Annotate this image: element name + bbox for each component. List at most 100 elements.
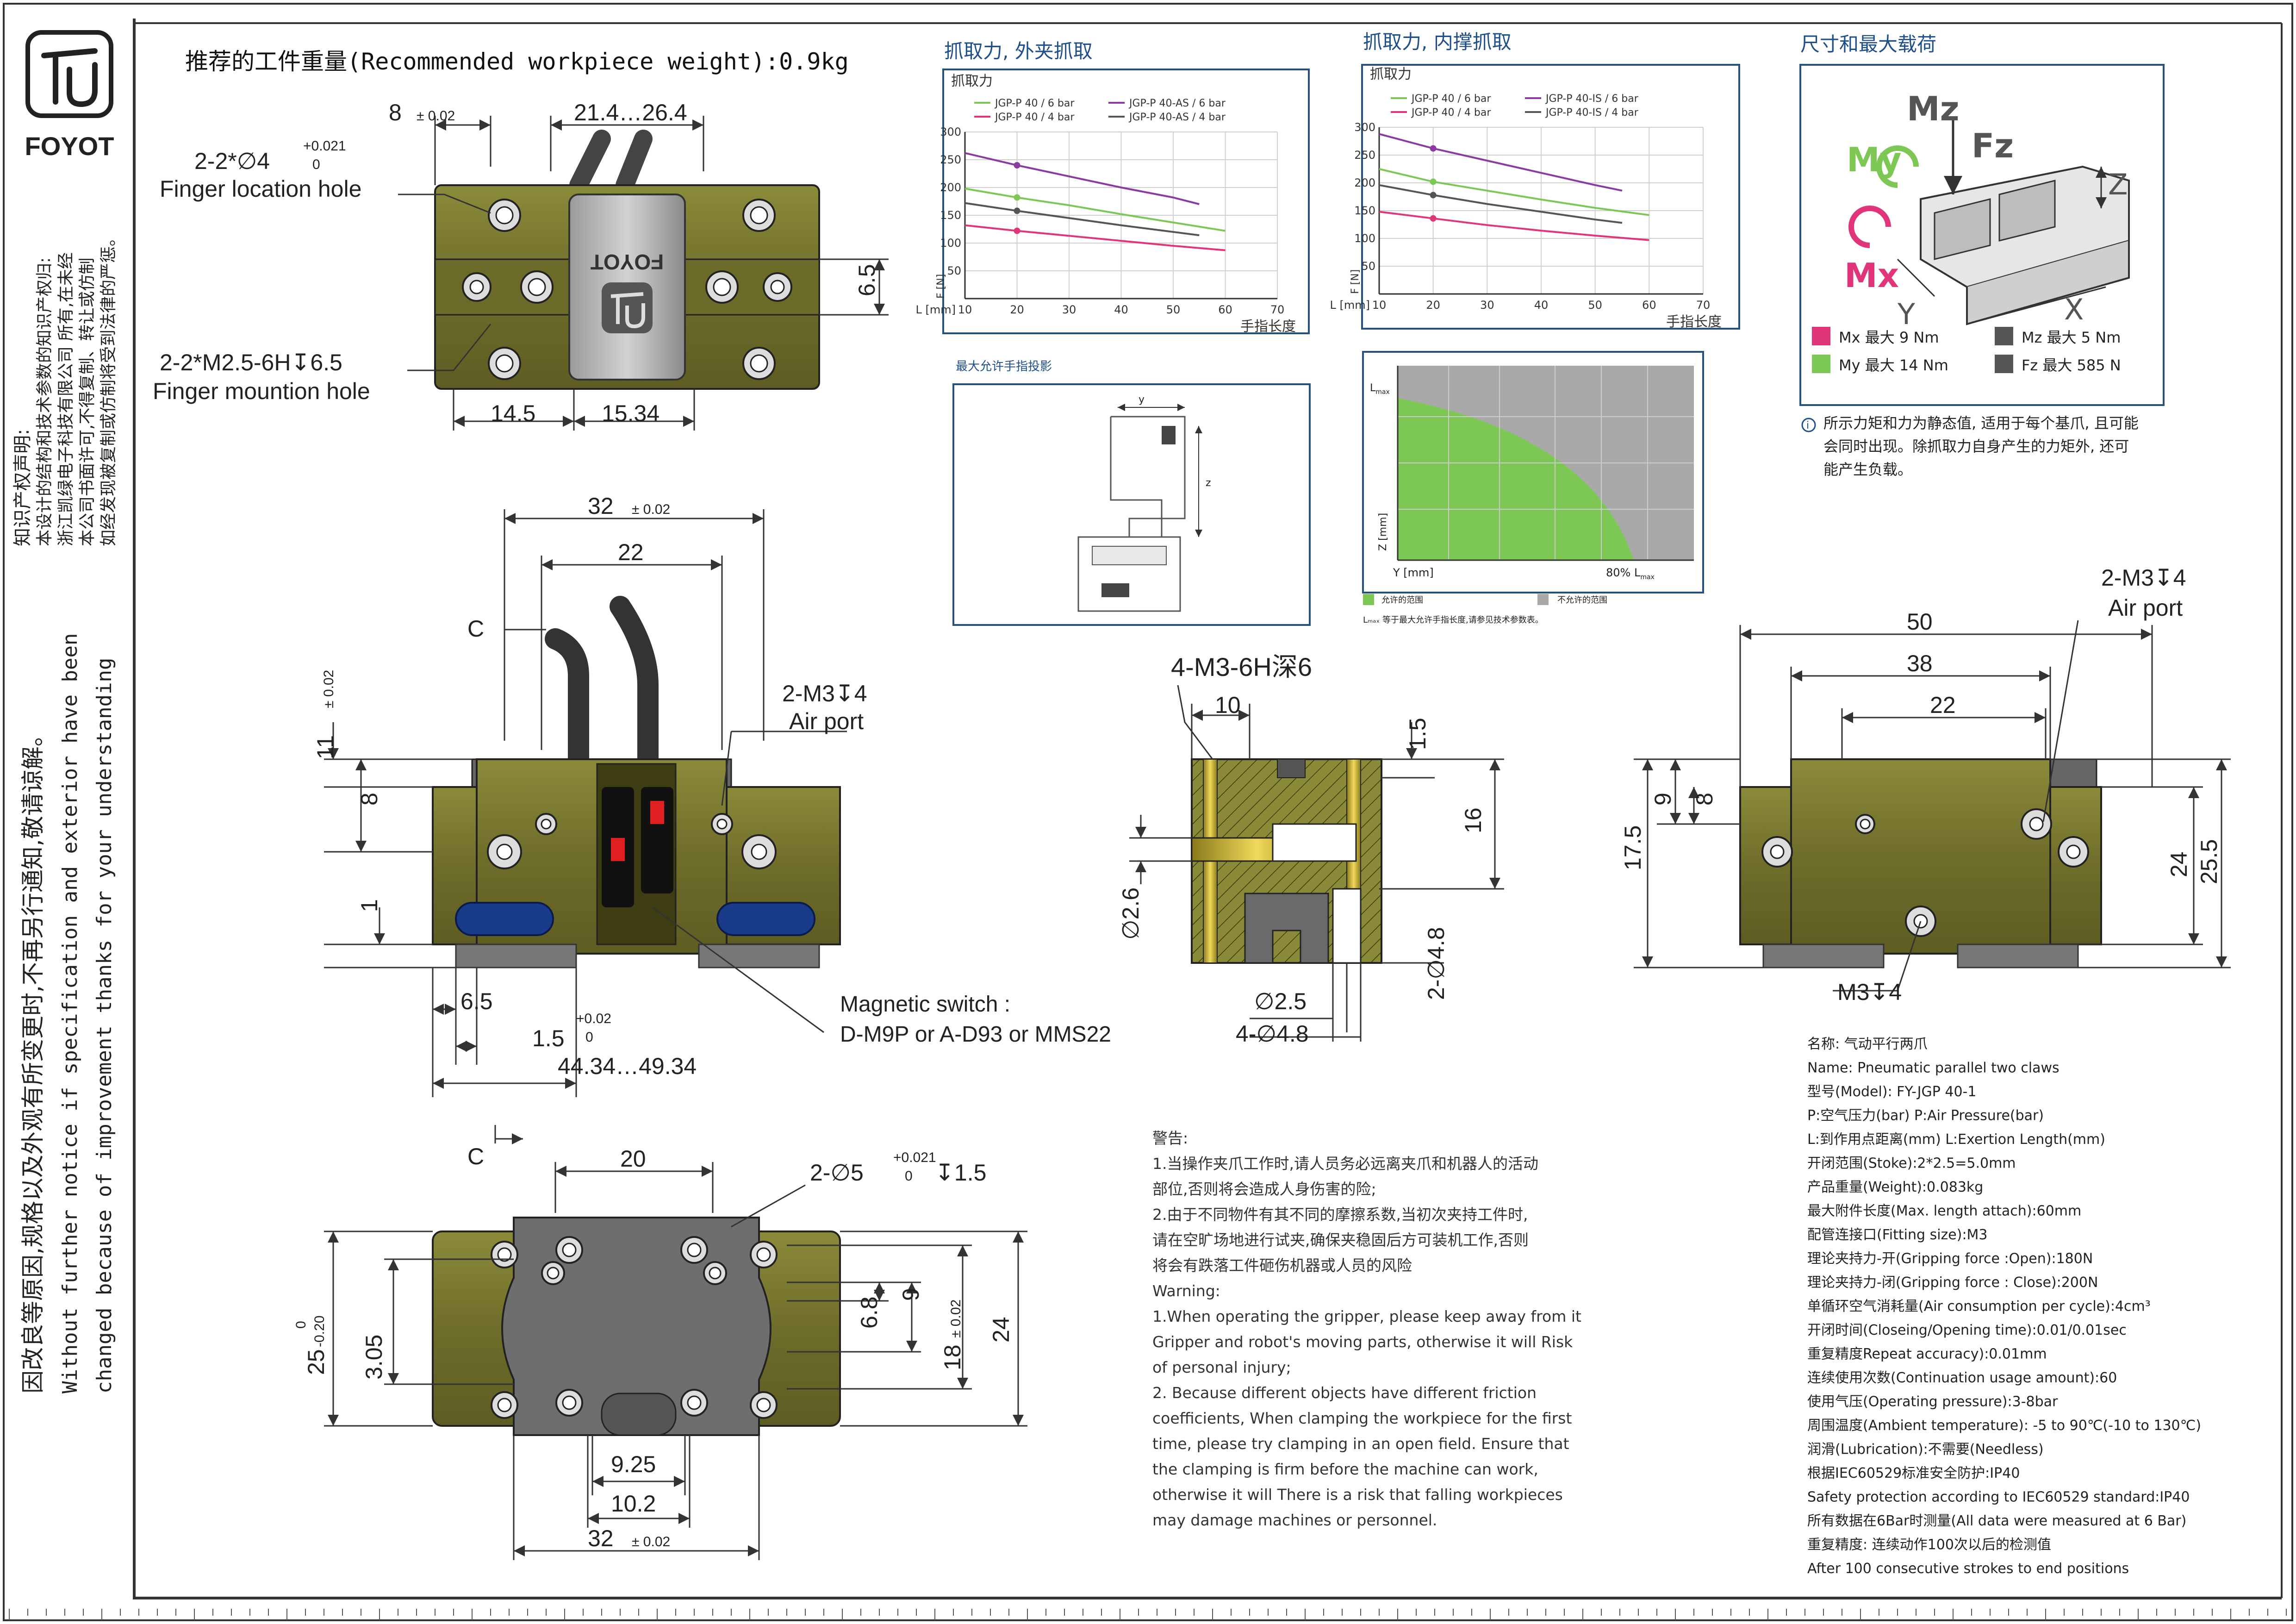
hole-spec: 2-2*M2.5-6H↧6.5 [160,350,342,375]
warning-block: 警告:1.当操作夹爪工作时,请人员务必远离夹爪和机器人的活动部位,否则将会造成人… [1152,1129,1581,1529]
warning-line: 请在空旷场地进行试夹,确保夹稳固后方可装机工作,否则 [1152,1231,1529,1249]
dim-10-2: 10.2 [611,1491,656,1517]
air-tube [610,596,659,775]
series-line [964,187,1226,232]
dim-tol: ± 0.02 [632,1534,670,1549]
dim-dia-4-8: 2-∅4.8 [1423,927,1449,1000]
projection-y-label: y [1139,394,1145,406]
legend-entry: JGP-P 40-AS / 4 bar [1128,112,1226,123]
air-port-label: Air port [2108,595,2183,621]
dim-21: 21.4…26.4 [574,100,687,125]
hole-depth: ↧1.5 [935,1160,986,1186]
series-point [1014,227,1020,234]
dim-dia-2-5: ∅2.5 [1254,988,1307,1014]
projection-z-label: z [1206,477,1211,489]
spec-line: 根据IEC60529标准安全防护:IP40 [1807,1465,2020,1481]
dim-24: 24 [2166,851,2192,877]
warning-line: 警告: [1152,1129,1188,1147]
side-view: 50 38 22 17.5 9 8 24 25.5 2-M3↧4 Air por… [1620,565,2231,1005]
x-tick-label: 60 [1218,303,1232,316]
dim-stroke: 44.34…49.34 [558,1053,697,1079]
hole-bore [2066,844,2081,859]
allowed-region-chart: Lmax Z [mm] Y [mm] 80% Lmax 允许的范围 不允许的范围… [1362,351,1704,625]
series-line [964,202,1200,237]
warning-line: 1.When operating the gripper, please kee… [1152,1307,1581,1325]
hole-bore [687,1395,702,1410]
hole-spec: 2-2*∅4 [194,148,270,174]
series-point [1430,178,1437,185]
hole-bore [750,354,768,373]
hole-bore [497,1398,512,1412]
warning-line: 将会有跌落工件砸伤机器或人员的风险 [1152,1256,1412,1274]
allowed-region [1398,398,1634,560]
z-axis-label: Z [mm] [1377,513,1389,551]
dim-25: 25 [303,1349,329,1375]
dim-1-5: 1.5 [532,1025,565,1051]
dim-22: 22 [1930,692,1956,718]
load-item: Mx 最大 9 Nm [1839,329,1939,346]
dim-tol: 0 [585,1030,593,1045]
dim-8: 8 [1692,793,1717,806]
loads-note: 会同时出现。除抓取力自身产生的力矩外, 还可 [1823,437,2129,455]
bottom-view: C 20 2-∅5 +0.021 0 ↧1.5 25 0 -0.20 3.05 … [293,1125,1027,1560]
hole-tol: +0.021 [893,1150,936,1165]
warning-line: coefficients, When clamping the workpiec… [1152,1409,1572,1427]
chart-outer-title: 抓取力, 外夹抓取 [944,40,1093,62]
dim-tol: ± 0.02 [321,670,336,708]
hole-bore [2029,817,2044,831]
hole-bore [547,1267,560,1280]
y-tick-label: 250 [940,153,961,166]
fz-label: Fz [1972,126,2014,165]
series-line [1379,211,1649,241]
chart-frame [1361,64,1740,330]
hole-bore [751,843,767,860]
load-swatch [1995,327,2013,345]
warning-line: time, please try clamping in an open fie… [1152,1435,1569,1453]
hole-bore [495,206,514,225]
dim-9-25: 9.25 [611,1451,656,1477]
warning-line: 2. Because different objects have differ… [1152,1384,1537,1402]
dim-9: 9 [898,1288,924,1301]
change-notice: 因改良等原因,规格以及外观有所变更时,不再另行通知,敬请谅解。 Without … [19,633,116,1393]
warning-line: may damage machines or personnel. [1152,1511,1437,1529]
hole-bore [541,818,552,830]
dim-8: 8 [389,100,402,125]
y-tick-label: 50 [1361,260,1375,273]
x-tick-label: 20 [1010,303,1024,316]
dim-24: 24 [988,1317,1014,1343]
brand-name: FOYOT [25,131,114,161]
dim-tol: +0.02 [576,1011,611,1026]
dim-tol: ± 0.02 [948,1299,964,1338]
ip-statement: 知识产权声明: 本设计的结构和技术参数的知识产权归: 浙江凯绿电子科技有限公司 … [12,230,118,546]
steel-logo-icon [602,282,653,333]
series-point [1014,162,1020,169]
y-tick-label: 200 [940,181,961,194]
x-tick-label: 20 [1426,299,1440,312]
series-point [1014,194,1020,201]
hole-tol: 0 [905,1168,913,1184]
spec-line: 理论夹持力-开(Gripping force :Open):180N [1807,1251,2093,1267]
spec-line: Safety protection according to IEC60529 … [1807,1489,2190,1505]
spec-line: 配管连接口(Fitting size):M3 [1807,1227,1988,1243]
dim-32: 32 [588,493,614,519]
chart-title: 抓取力 [1370,66,1412,82]
series-line [964,224,1226,251]
load-swatch [1995,355,2013,373]
spec-line: 周围温度(Ambient temperature): -5 to 90℃(-10… [1807,1418,2201,1434]
dim-tol: ± 0.02 [417,108,455,124]
warning-line: Gripper and robot's moving parts, otherw… [1152,1333,1573,1351]
mx-rotation-icon [1848,206,1891,248]
air-tube [569,130,653,194]
spec-line: 型号(Model): FY-JGP 40-1 [1807,1084,1976,1100]
svg-text:i: i [1806,420,1809,431]
legend-entry: JGP-P 40 / 4 bar [994,112,1075,123]
dim-6-8: 6.8 [856,1296,882,1329]
dim-tol: ± 0.02 [632,502,670,517]
hole-bore [528,278,546,296]
spec-line: 所有数据在6Bar时测量(All data were measured at 6… [1807,1513,2186,1529]
warning-line: 部位,否则将会造成人身伤害的险; [1152,1180,1376,1198]
dim-25-5: 25.5 [2196,839,2222,884]
hole-bore [756,1247,771,1262]
spec-line: 使用气压(Operating pressure):3-8bar [1807,1394,2058,1410]
